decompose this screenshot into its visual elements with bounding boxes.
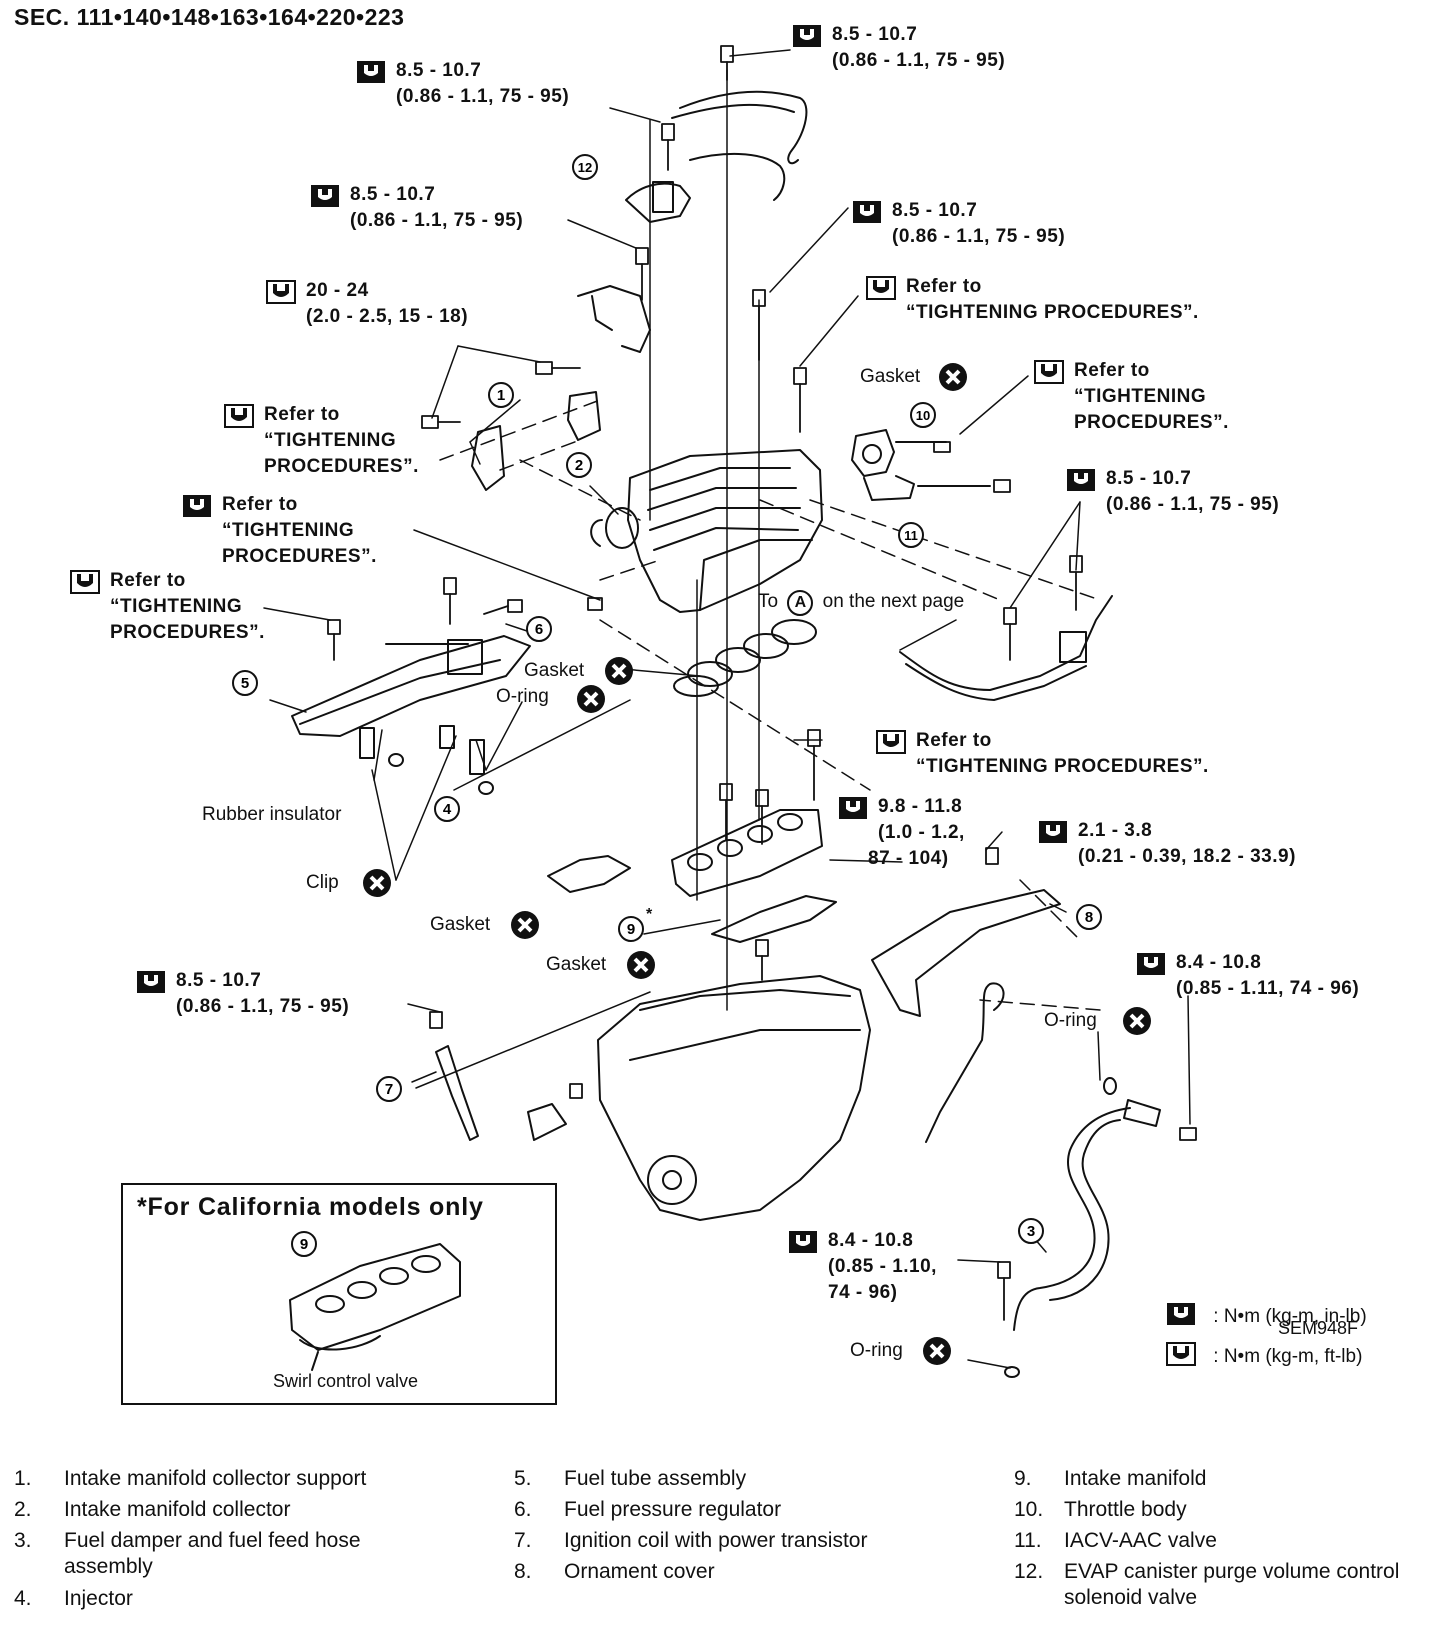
replace-x-icon — [577, 685, 605, 713]
callout-3: 3 — [1018, 1218, 1044, 1244]
svg-text:11: 11 — [904, 528, 918, 543]
svg-text:3: 3 — [1027, 1223, 1035, 1240]
torque-spec-fuel-damper-bolt: 8.4 - 10.8 (0.85 - 1.11, 74 - 96) — [1136, 950, 1359, 1002]
wrench-ft-lb-icon — [1166, 1342, 1196, 1372]
callout-11: 11 — [898, 522, 924, 548]
clip-label: Clip — [306, 872, 339, 893]
svg-text:12: 12 — [578, 160, 592, 175]
torque-spec-solenoid-bolt: 8.5 - 10.7 (0.86 - 1.1, 75 - 95) — [310, 182, 523, 234]
svg-text:8: 8 — [1085, 909, 1093, 926]
torque-spec-refer-fuel-tube: Refer to “TIGHTENING PROCEDURES”. — [182, 492, 377, 570]
torque-spec-evap-hose-bolt: 8.5 - 10.7 (0.86 - 1.1, 75 - 95) — [792, 22, 1005, 74]
wrench-in-lb-icon — [1066, 468, 1096, 492]
svg-text:6: 6 — [535, 621, 543, 638]
wrench-ft-lb-icon — [266, 280, 296, 304]
callout-9: 9 — [618, 916, 644, 942]
wrench-in-lb-icon — [792, 24, 822, 48]
wrench-in-lb-icon — [852, 200, 882, 224]
callout-4: 4 — [434, 796, 460, 822]
california-models-box: *For California models only 9 Swirl cont… — [121, 1183, 557, 1405]
replace-x-icon — [605, 657, 633, 685]
oring-hose-label: O-ring — [850, 1340, 903, 1361]
callout-5: 5 — [232, 670, 258, 696]
torque-spec-support-bolt: 20 - 24 (2.0 - 2.5, 15 - 18) — [266, 278, 468, 330]
wrench-in-lb-icon — [1038, 820, 1068, 844]
torque-spec-fuel-hose-lower-bolt: 8.4 - 10.8 (0.85 - 1.10, 74 - 96) — [788, 1228, 937, 1306]
gasket-lower-label: Gasket — [546, 954, 607, 975]
torque-spec-refer-fuel-tube-bolt: Refer to “TIGHTENING PROCEDURES”. — [70, 568, 265, 646]
rubber-insulator-label: Rubber insulator — [202, 804, 342, 825]
wrench-in-lb-icon — [788, 1230, 818, 1254]
california-box-title: *For California models only — [137, 1193, 484, 1221]
replace-x-icon — [923, 1337, 951, 1365]
wrench-ft-lb-icon — [1034, 360, 1064, 384]
legend-in-lb: : N•m (kg-m, in-lb) — [1166, 1302, 1367, 1332]
marker-a-icon: A — [787, 590, 814, 616]
replace-x-icon — [627, 951, 655, 979]
section-title: SEC. 111•140•148•163•164•220•223 — [14, 4, 405, 30]
wrench-in-lb-icon — [838, 796, 868, 820]
torque-spec-evap-bracket-bolt: 8.5 - 10.7 (0.86 - 1.1, 75 - 95) — [356, 58, 569, 110]
callout-12: 12 — [572, 154, 598, 180]
wrench-in-lb-icon — [1166, 1302, 1196, 1332]
gasket-collector-label: Gasket — [524, 660, 585, 681]
wrench-ft-lb-icon — [866, 276, 896, 300]
wrench-in-lb-icon — [310, 184, 340, 208]
torque-spec-refer-throttle-body: Refer to “TIGHTENING PROCEDURES”. — [1034, 358, 1229, 436]
wrench-in-lb-icon — [136, 970, 166, 994]
replace-x-icon — [363, 869, 391, 897]
wrench-in-lb-icon — [182, 494, 212, 518]
gasket-throttle-label: Gasket — [860, 366, 921, 387]
replace-x-icon — [939, 363, 967, 391]
california-asterisk: * — [646, 906, 653, 923]
callout-2: 2 — [566, 452, 592, 478]
svg-text:9: 9 — [627, 921, 635, 938]
callout-10: 10 — [910, 402, 936, 428]
oring-injector-label: O-ring — [496, 686, 549, 707]
wrench-ft-lb-icon — [70, 570, 100, 594]
torque-spec-manifold-stud: 9.8 - 11.8 (1.0 - 1.2, 87 - 104) — [838, 794, 965, 872]
wrench-in-lb-icon — [1136, 952, 1166, 976]
torque-spec-refer-support: Refer to “TIGHTENING PROCEDURES”. — [224, 402, 419, 480]
svg-text:7: 7 — [385, 1081, 393, 1098]
callout-1: 1 — [488, 382, 514, 408]
torque-spec-refer-manifold-bolt: Refer to “TIGHTENING PROCEDURES”. — [876, 728, 1209, 780]
torque-spec-fuel-hose-bolt: 8.5 - 10.7 (0.86 - 1.1, 75 - 95) — [1066, 466, 1279, 518]
gasket-manifold-label: Gasket — [430, 914, 491, 935]
wrench-ft-lb-icon — [876, 730, 906, 754]
wrench-ft-lb-icon — [224, 404, 254, 428]
svg-text:9: 9 — [300, 1236, 308, 1253]
swirl-control-valve-label: Swirl control valve — [273, 1371, 419, 1391]
next-page-reference: To A on the next page — [758, 590, 964, 616]
torque-spec-ignition-coil-bolt: 8.5 - 10.7 (0.86 - 1.1, 75 - 95) — [136, 968, 349, 1020]
callout-6: 6 — [526, 616, 552, 642]
callout-7: 7 — [376, 1076, 402, 1102]
torque-spec-collector-bolt: 8.5 - 10.7 (0.86 - 1.1, 75 - 95) — [852, 198, 1065, 250]
callout-8: 8 — [1076, 904, 1102, 930]
callout-9-inset: 9 — [291, 1231, 317, 1257]
svg-text:1: 1 — [497, 387, 505, 404]
replace-x-icon — [511, 911, 539, 939]
legend-ft-lb: : N•m (kg-m, ft-lb) — [1166, 1342, 1362, 1372]
wrench-in-lb-icon — [356, 60, 386, 84]
torque-spec-ornament-cover-bolt: 2.1 - 3.8 (0.21 - 0.39, 18.2 - 33.9) — [1038, 818, 1296, 870]
svg-text:4: 4 — [443, 801, 452, 818]
torque-spec-refer-collector-bolt: Refer to “TIGHTENING PROCEDURES”. — [866, 274, 1199, 326]
replace-x-icon — [1123, 1007, 1151, 1035]
svg-text:5: 5 — [241, 675, 249, 692]
figure-reference: SEM948F — [1277, 1318, 1358, 1338]
svg-text:2: 2 — [575, 457, 583, 474]
svg-text:10: 10 — [916, 408, 930, 423]
oring-damper-label: O-ring — [1044, 1010, 1097, 1031]
